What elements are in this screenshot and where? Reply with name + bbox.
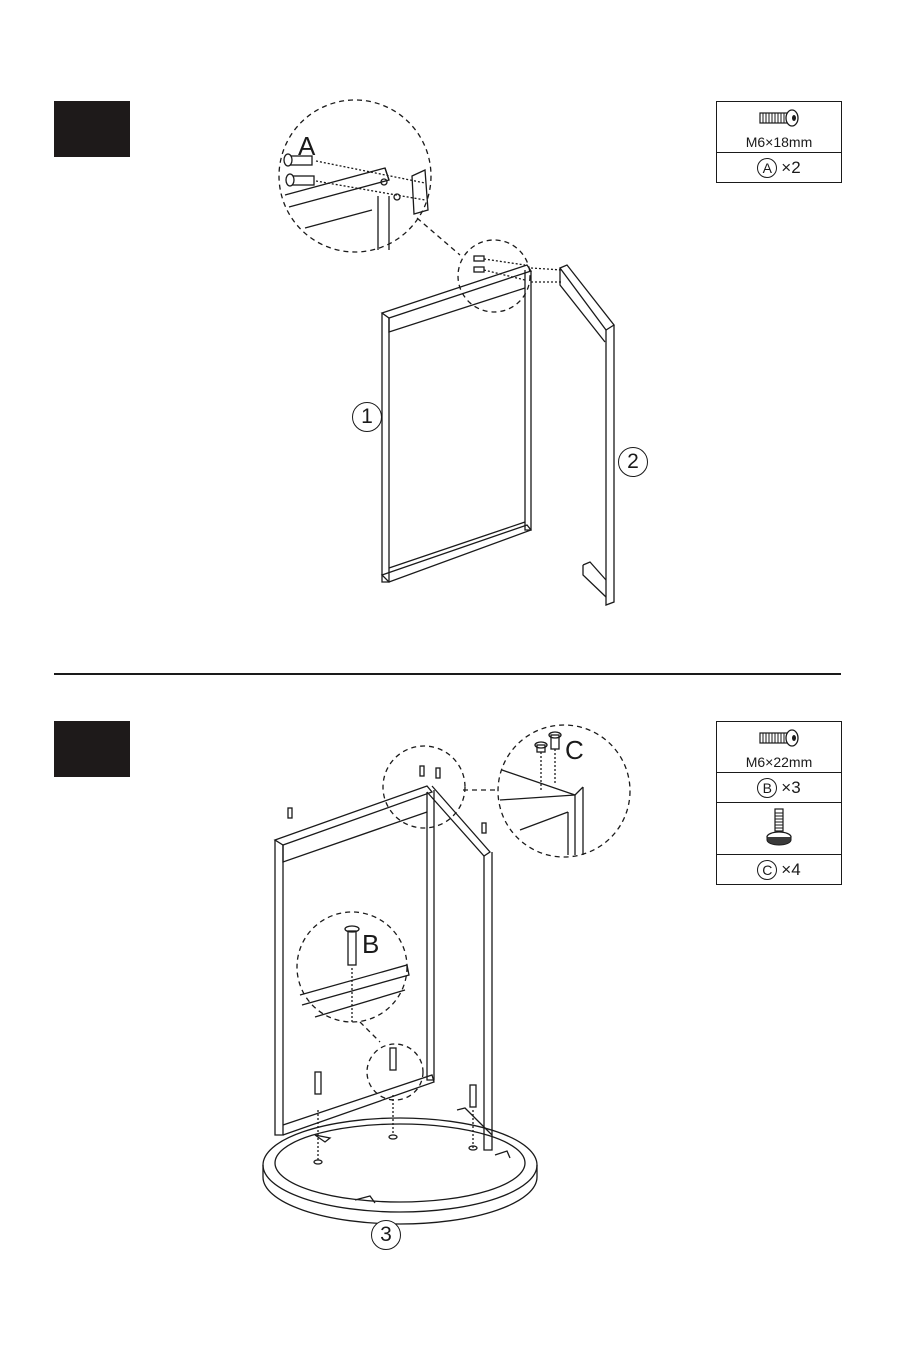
adjustable-foot-icon bbox=[759, 803, 799, 851]
foot-c-qty-cell: C×4 bbox=[717, 854, 841, 884]
bolt-b-cell: M6×22mm bbox=[717, 722, 841, 772]
step-divider bbox=[54, 673, 841, 675]
step-2-parts-box: M6×22mm B×3 C×4 bbox=[716, 721, 842, 885]
bolt-b-qty-cell: B×3 bbox=[717, 772, 841, 802]
frame-2-foot bbox=[583, 562, 606, 580]
tabletop-inner bbox=[275, 1124, 525, 1202]
part-quantity: ×4 bbox=[781, 860, 800, 880]
bolt-spec: M6×22mm bbox=[717, 754, 841, 770]
screw-b-label: B bbox=[362, 931, 379, 957]
frame-1-left bbox=[382, 313, 389, 582]
foot-c-label: C bbox=[565, 737, 584, 763]
frame-upside-right bbox=[484, 852, 492, 1150]
part-quantity: ×3 bbox=[781, 778, 800, 798]
frame-2-top bbox=[560, 265, 614, 330]
part-letter: C bbox=[757, 860, 777, 880]
frame-1-bottom bbox=[382, 525, 531, 582]
tabletop-outer bbox=[263, 1118, 537, 1212]
part-1-label: 1 bbox=[352, 402, 382, 432]
foot-c-cell bbox=[717, 802, 841, 854]
part-letter: B bbox=[757, 778, 777, 798]
bolt-icon bbox=[754, 722, 804, 752]
part-2-label: 2 bbox=[618, 447, 648, 477]
frame-1-right bbox=[525, 270, 531, 530]
frame-upside-left bbox=[275, 840, 283, 1135]
part-3-label: 3 bbox=[371, 1220, 401, 1250]
screw-a-label: A bbox=[298, 133, 315, 159]
screw-a-lower bbox=[286, 174, 314, 186]
step-2-marker bbox=[54, 721, 130, 777]
frame-upside-top bbox=[275, 786, 432, 845]
frame-2-leg bbox=[606, 325, 614, 605]
